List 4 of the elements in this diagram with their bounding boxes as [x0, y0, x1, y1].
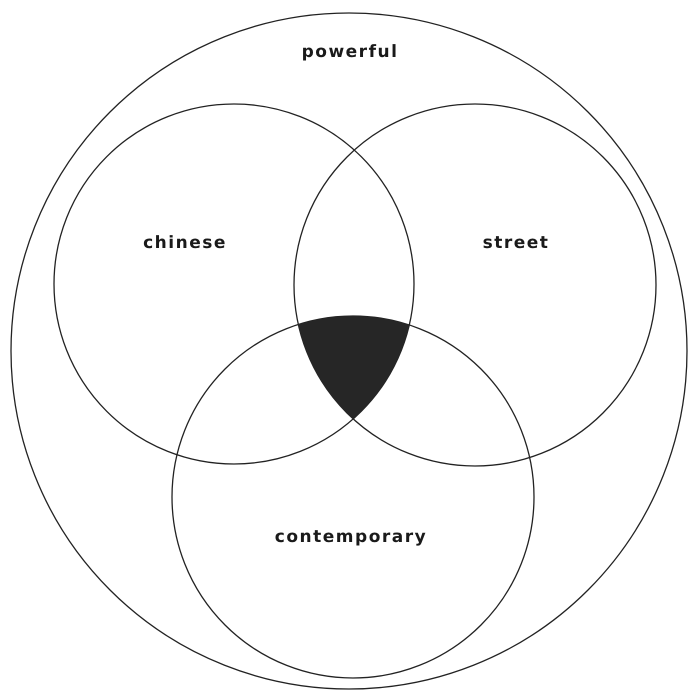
set-label: contemporary [274, 527, 428, 547]
set-label: powerful [302, 42, 398, 62]
set-label: street [482, 233, 550, 253]
set-label: chinese [143, 233, 227, 253]
